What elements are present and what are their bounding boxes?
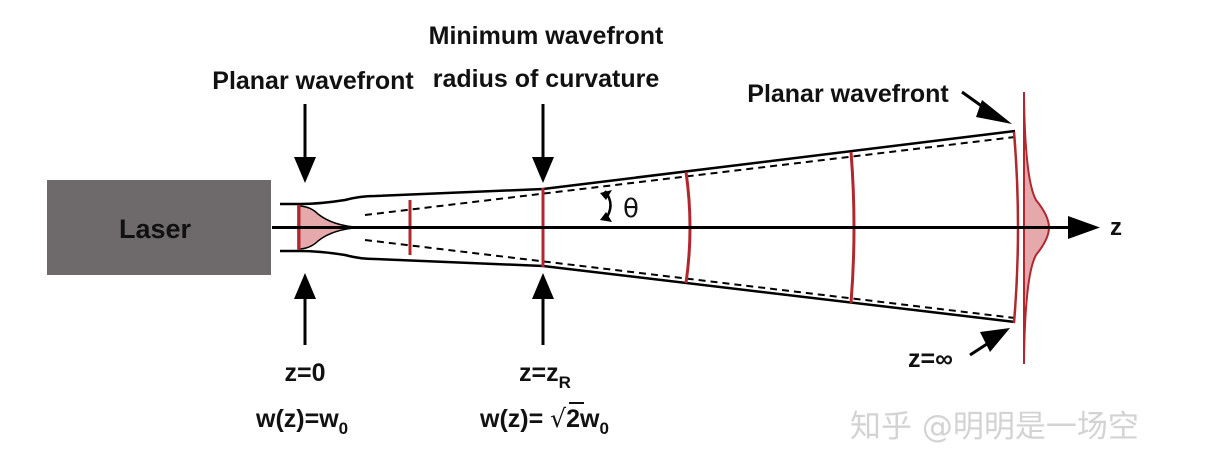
arrowhead-z0-up: [294, 273, 316, 299]
watermark: 知乎 @明明是一场空: [850, 409, 1139, 445]
label-planar-left: Planar wavefront: [212, 67, 414, 95]
arrowhead-planar-right: [976, 100, 1012, 124]
wzr-sqrt: √: [550, 404, 566, 433]
arrowhead-zinf: [980, 328, 1010, 352]
asymptote-top: [364, 136, 1016, 216]
label-min-radius-line2: radius of curvature: [433, 65, 660, 93]
laser-label: Laser: [119, 214, 192, 244]
zr-subscript: R: [559, 373, 571, 392]
label-w0: w(z)=w0: [255, 405, 348, 438]
arrowhead-minradius-down: [532, 157, 554, 183]
beam-envelope-top: [280, 129, 1016, 206]
asymptote-bottom: [364, 239, 1016, 319]
label-zr: z=zR: [519, 359, 571, 392]
theta-arrow-top: [600, 190, 612, 200]
axis-z-label: z: [1110, 214, 1122, 241]
label-z0: z=0: [284, 359, 325, 387]
wzr-two: 2: [566, 405, 580, 433]
label-wzr: w(z)= √2w0: [479, 404, 609, 438]
label-zinf: z=∞: [908, 345, 953, 373]
axis-arrowhead: [1068, 216, 1100, 239]
label-min-radius-line1: Minimum wavefront: [429, 22, 664, 50]
wzr-prefix: w(z)=: [479, 405, 550, 433]
beam-envelope-bottom: [280, 249, 1016, 324]
w0-prefix: w(z)=w: [255, 405, 339, 433]
label-planar-right: Planar wavefront: [747, 80, 949, 108]
theta-arrow-bottom: [600, 212, 612, 222]
zr-prefix: z=z: [519, 359, 559, 387]
arrowhead-zr-up: [532, 273, 554, 299]
laser-box: [47, 180, 271, 275]
wzr-w: w: [579, 405, 600, 433]
w0-subscript: 0: [339, 419, 348, 438]
theta-label: θ: [623, 194, 639, 224]
arrowhead-planar-left-down: [294, 157, 316, 183]
wzr-subscript: 0: [599, 419, 608, 438]
